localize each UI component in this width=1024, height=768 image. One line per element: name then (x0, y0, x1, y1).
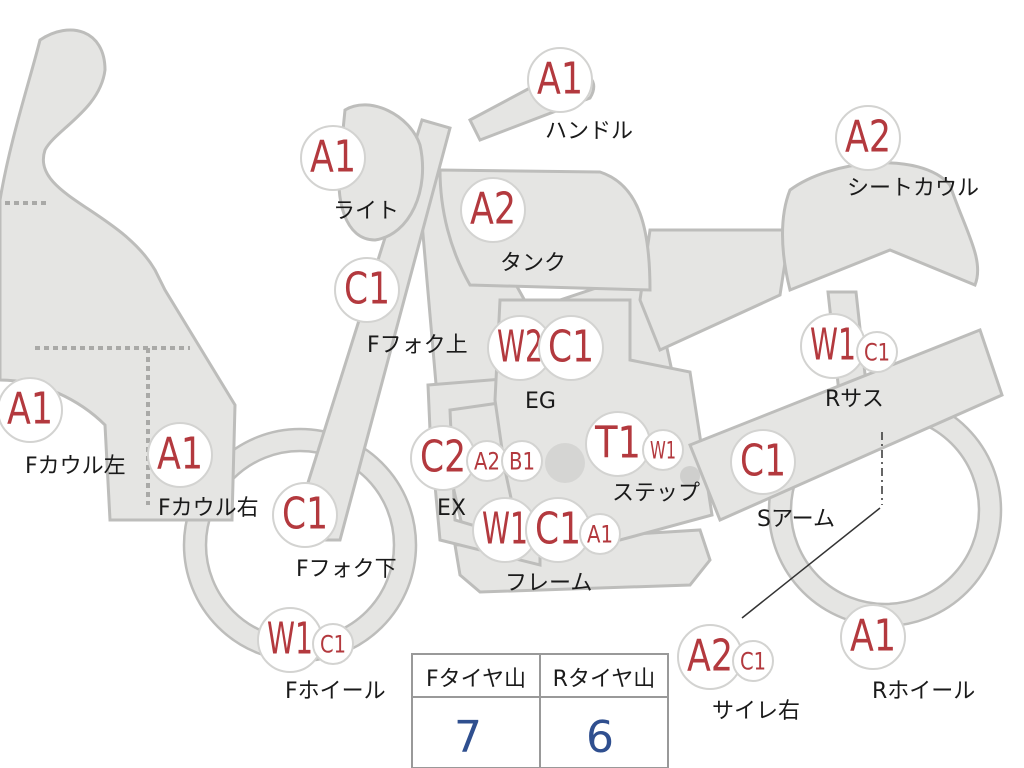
damage-code-text: C1 (282, 488, 328, 539)
damage-code-handle: A1 (527, 47, 593, 113)
damage-code-circle (856, 331, 898, 373)
damage-code-circle (501, 440, 543, 482)
damage-code-circle (300, 125, 366, 191)
part-label-rwheel: Rホイール (872, 679, 975, 704)
damage-code-step-t1: T1 (585, 411, 651, 477)
rear-tire-header: Rタイヤ山 (553, 667, 656, 692)
front-tire-value: 7 (454, 712, 482, 763)
damage-code-text: A2 (687, 630, 733, 681)
damage-code-silencer-c1: C1 (732, 640, 774, 682)
step-peg-shape (680, 466, 700, 486)
damage-code-ffork-lo: C1 (272, 482, 338, 548)
part-label-light: ライト (333, 199, 399, 224)
damage-code-fcowl-l: A1 (0, 377, 63, 443)
damage-code-circle (272, 482, 338, 548)
damage-code-light: A1 (300, 125, 366, 191)
damage-code-tank: A2 (460, 177, 526, 243)
damage-code-ex-b1: B1 (501, 440, 543, 482)
part-label-seat: シートカウル (847, 176, 979, 201)
part-label-sarm: Sアーム (757, 507, 835, 532)
part-label-step: ステップ (612, 481, 700, 506)
damage-code-text: C2 (420, 431, 466, 482)
damage-code-text: C1 (548, 321, 594, 372)
silencer-leader (741, 507, 881, 619)
damage-code-circle (840, 604, 906, 670)
damage-code-circle (538, 315, 604, 381)
damage-code-text: A2 (474, 447, 500, 475)
part-label-ffork-lo: Fフォク下 (296, 557, 397, 582)
damage-code-text: C1 (320, 630, 346, 658)
damage-code-eg-c1: C1 (538, 315, 604, 381)
damage-code-step-w1: W1 (642, 429, 684, 471)
damage-code-circle (0, 377, 63, 443)
damage-code-text: A1 (157, 428, 203, 479)
damage-code-frame-c1: C1 (525, 497, 591, 563)
part-label-fwheel: Fホイール (285, 679, 386, 704)
part-label-handle: ハンドル (545, 119, 633, 144)
damage-code-ffork-up: C1 (334, 257, 400, 323)
damage-code-circle (460, 177, 526, 243)
damage-code-rsus-w1: W1 (800, 313, 866, 379)
damage-code-fcowl-r: A1 (147, 422, 213, 488)
part-label-silencer: サイレ右 (712, 699, 800, 724)
damage-code-circle (312, 623, 354, 665)
damage-code-circle (334, 257, 400, 323)
damage-code-circle (835, 105, 901, 171)
damage-code-rwheel: A1 (840, 604, 906, 670)
rear-tire-value: 6 (586, 712, 614, 763)
damage-code-text: C1 (864, 338, 890, 366)
front-fork-shape (287, 118, 452, 542)
damage-code-text: W2 (497, 321, 543, 372)
damage-code-text: W1 (267, 613, 313, 664)
damage-code-text: A2 (845, 111, 891, 162)
damage-code-text: T1 (594, 417, 641, 468)
part-label-rsus: Rサス (825, 387, 884, 412)
damage-code-text: A1 (537, 53, 583, 104)
damage-code-sarm-c1: C1 (730, 429, 796, 495)
damage-code-text: C1 (344, 263, 390, 314)
part-label-ex: EX (437, 496, 466, 521)
front-tire-header: Fタイヤ山 (426, 667, 526, 692)
damage-code-text: A1 (850, 610, 896, 661)
damage-code-text: B1 (509, 447, 535, 475)
damage-code-circle (147, 422, 213, 488)
damage-code-ex-c2: C2 (410, 425, 476, 491)
tire-tread-table: Fタイヤ山 Rタイヤ山 7 6 (411, 653, 669, 768)
front-cowl-shape (0, 28, 237, 522)
damage-code-circle (730, 429, 796, 495)
damage-code-text: W1 (482, 503, 528, 554)
damage-code-circle (579, 513, 621, 555)
damage-code-fwheel-w1: W1 (257, 607, 323, 673)
damage-code-text: A1 (7, 383, 53, 434)
seat-rail-shape (638, 228, 792, 353)
engine-cover-shape (545, 443, 585, 483)
part-label-fcowl-r: Fカウル右 (158, 496, 259, 521)
damage-code-circle (642, 429, 684, 471)
part-label-eg: EG (525, 389, 556, 414)
damage-code-seat: A2 (835, 105, 901, 171)
damage-code-text: W1 (810, 319, 856, 370)
damage-code-text: C1 (740, 435, 786, 486)
damage-code-text: W1 (650, 436, 676, 464)
part-label-ffork-up: Fフォク上 (367, 333, 468, 358)
damage-code-fwheel-c1: C1 (312, 623, 354, 665)
damage-code-rsus-c1: C1 (856, 331, 898, 373)
damage-code-circle (527, 47, 593, 113)
damage-code-silencer-a2: A2 (677, 624, 743, 690)
damage-code-text: A1 (587, 520, 613, 548)
damage-code-circle (732, 640, 774, 682)
damage-code-text: A2 (470, 183, 516, 234)
damage-code-frame-a1: A1 (579, 513, 621, 555)
part-label-fcowl-l: Fカウル左 (25, 454, 126, 479)
part-label-tank: タンク (500, 251, 566, 276)
part-label-frame: フレーム (505, 571, 592, 596)
damage-code-text: C1 (535, 503, 581, 554)
damage-code-text: A1 (310, 131, 356, 182)
damage-code-text: C1 (740, 647, 766, 675)
